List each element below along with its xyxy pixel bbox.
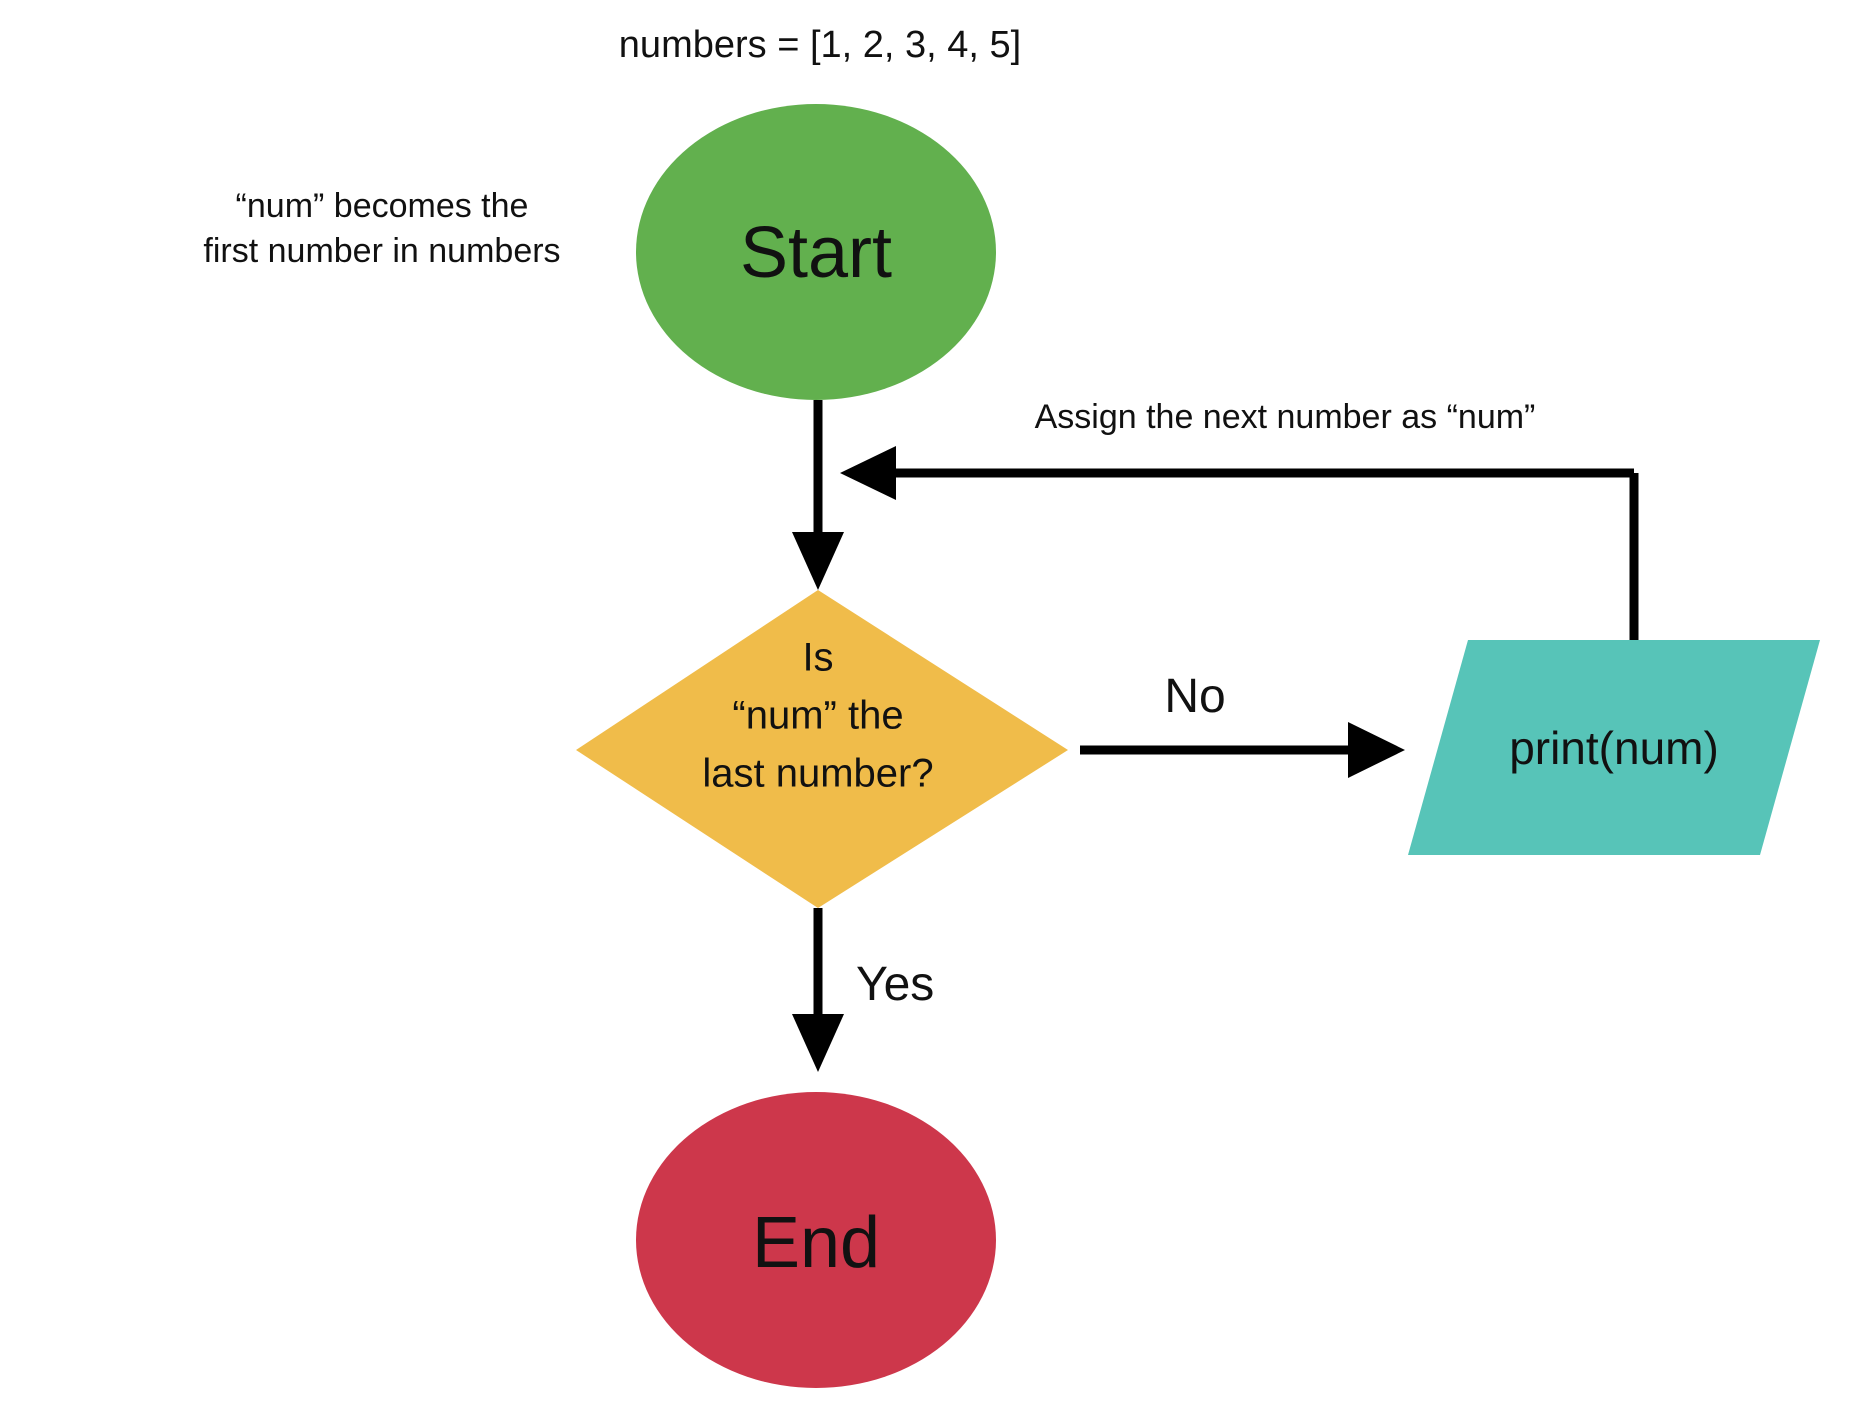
start-note-line1: “num” becomes the xyxy=(236,187,529,225)
start-node-label: Start xyxy=(740,213,892,293)
edge-label-yes: Yes xyxy=(856,958,934,1011)
decision-node-shape[interactable] xyxy=(576,590,1068,908)
end-node-label: End xyxy=(752,1203,880,1283)
process-node-shape[interactable] xyxy=(1408,640,1820,855)
start-note-line2: first number in numbers xyxy=(203,232,560,270)
edge-no-branch-arrowhead xyxy=(1348,722,1405,778)
edge-label-no: No xyxy=(1164,670,1225,723)
loop-note-label: Assign the next number as “num” xyxy=(1035,398,1536,436)
end-node-shape[interactable] xyxy=(636,1092,996,1388)
decision-node-label-line1: Is xyxy=(802,636,833,680)
start-node-shape[interactable] xyxy=(636,104,996,400)
decision-node-label-line3: last number? xyxy=(702,752,933,796)
numbers-declaration-text: numbers = [1, 2, 3, 4, 5] xyxy=(619,24,1021,66)
edge-start-to-decision-arrowhead xyxy=(792,532,844,590)
edge-loop-arrowhead xyxy=(840,446,896,500)
decision-node-label-line2: “num” the xyxy=(732,694,903,738)
edge-yes-branch-arrowhead xyxy=(792,1014,844,1072)
process-node-label: print(num) xyxy=(1509,722,1719,774)
